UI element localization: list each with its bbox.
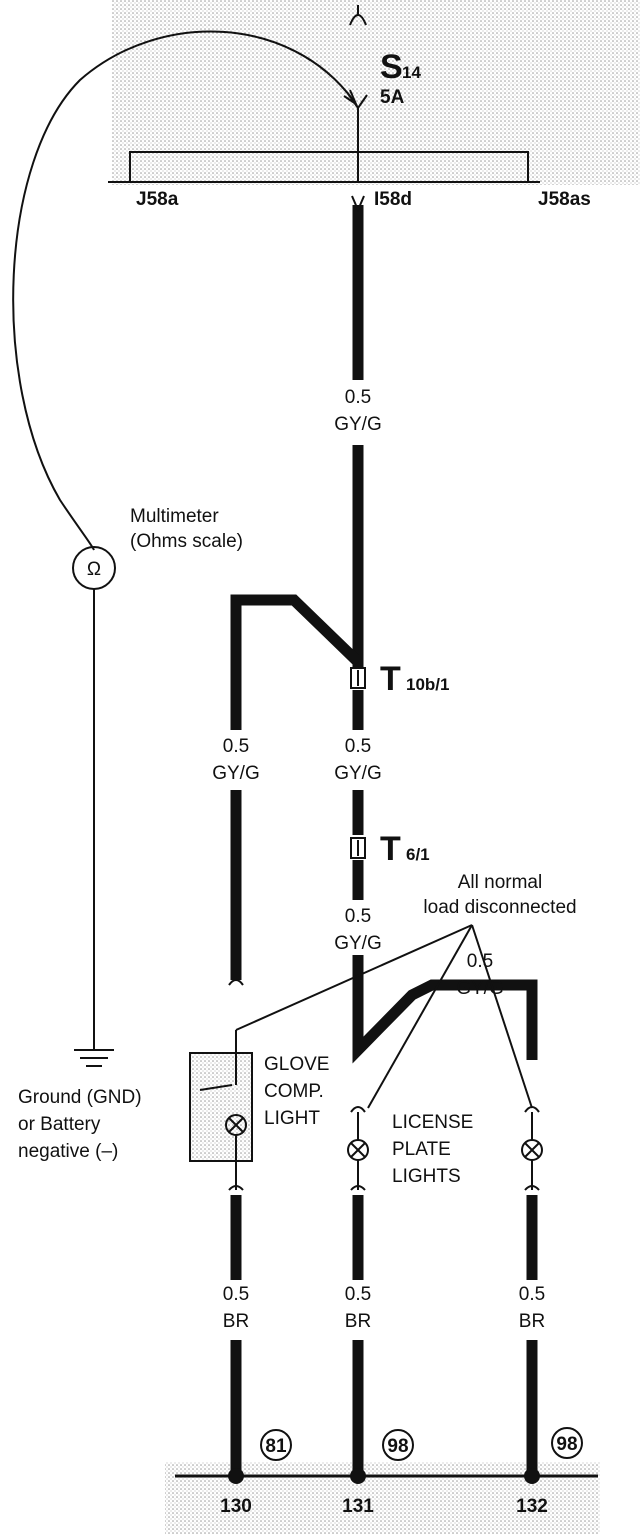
- connector-t6: [350, 837, 366, 859]
- license-label-2: PLATE: [392, 1139, 451, 1160]
- ground-wires: [228, 1185, 540, 1476]
- wire-mid-color: GY/G: [334, 763, 382, 784]
- wire-ground-left-size: 0.5: [223, 1284, 249, 1305]
- glove-label-1: GLOVE: [264, 1054, 329, 1075]
- ground-point-left: 130: [220, 1496, 252, 1517]
- left-branch-wire: [230, 594, 362, 730]
- fuse-panel-bracket: [108, 151, 540, 183]
- main-wire: [351, 195, 365, 900]
- left-connector-end: [228, 979, 244, 986]
- connector-t10b: [350, 667, 366, 689]
- ground-ref-right: 98: [551, 1427, 583, 1459]
- wire-ground-mid-color: BR: [345, 1311, 371, 1332]
- t10b-sub: 10b/1: [406, 675, 449, 694]
- wire-left-color: GY/G: [212, 763, 260, 784]
- t10b-letter: T: [380, 660, 401, 698]
- probe-arrow: [343, 89, 359, 107]
- wire-ground-mid-size: 0.5: [345, 1284, 371, 1305]
- wire-right-color: GY/G: [456, 978, 504, 999]
- fuse-number: 14: [402, 63, 421, 82]
- fuse-rating: 5A: [380, 87, 405, 108]
- svg-text:98: 98: [556, 1434, 577, 1455]
- license-label-1: LICENSE: [392, 1112, 473, 1133]
- ground-point-131-dot: [350, 1468, 366, 1484]
- note-line-1: All normal: [458, 872, 542, 893]
- wire-mid-size: 0.5: [345, 736, 371, 757]
- note-line-2: load disconnected: [423, 897, 576, 918]
- wire-low-color: GY/G: [334, 933, 382, 954]
- ground-point-132-dot: [524, 1468, 540, 1484]
- panel-right-label: J58as: [538, 189, 591, 210]
- svg-text:98: 98: [387, 1436, 408, 1457]
- glove-label-3: LIGHT: [264, 1108, 320, 1129]
- ohm-symbol: Ω: [87, 559, 101, 580]
- wire-main-top-size: 0.5: [345, 387, 371, 408]
- lower-branch-wire: [352, 955, 538, 1064]
- license-lamp-right: [521, 1106, 543, 1190]
- multimeter-label-2: (Ohms scale): [130, 531, 243, 552]
- fuse-panel-area: [112, 0, 640, 185]
- ground-ref-mid: 98: [382, 1429, 414, 1461]
- glove-comp-light: [189, 1040, 253, 1190]
- wire-ground-left-color: BR: [223, 1311, 249, 1332]
- panel-left-label: J58a: [136, 189, 179, 210]
- wire-ground-right-color: BR: [519, 1311, 545, 1332]
- license-lamp-mid: [347, 1106, 369, 1190]
- multimeter-lead: [12, 30, 354, 551]
- license-label-3: LIGHTS: [392, 1166, 461, 1187]
- glove-label-2: COMP.: [264, 1081, 324, 1102]
- fuse-letter: S: [380, 48, 403, 86]
- ground-point-mid: 131: [342, 1496, 374, 1517]
- ground-icon: [74, 1049, 114, 1067]
- ground-label-3: negative (–): [18, 1141, 118, 1162]
- panel-center-label: I58d: [374, 189, 412, 210]
- multimeter-label-1: Multimeter: [130, 506, 219, 527]
- ground-point-right: 132: [516, 1496, 548, 1517]
- ground-label-1: Ground (GND): [18, 1087, 142, 1108]
- svg-text:81: 81: [265, 1436, 287, 1457]
- wire-ground-right-size: 0.5: [519, 1284, 545, 1305]
- multimeter: Ω: [72, 546, 116, 590]
- wire-main-top-color: GY/G: [334, 414, 382, 435]
- ground-point-130-dot: [228, 1468, 244, 1484]
- ground-label-2: or Battery: [18, 1114, 101, 1135]
- t6-sub: 6/1: [406, 845, 430, 864]
- ground-ref-left: 81: [260, 1429, 292, 1461]
- wire-right-size: 0.5: [467, 951, 493, 972]
- t6-letter: T: [380, 830, 401, 868]
- fuse-symbol: [348, 5, 368, 182]
- wire-left-size: 0.5: [223, 736, 249, 757]
- wire-low-size: 0.5: [345, 906, 371, 927]
